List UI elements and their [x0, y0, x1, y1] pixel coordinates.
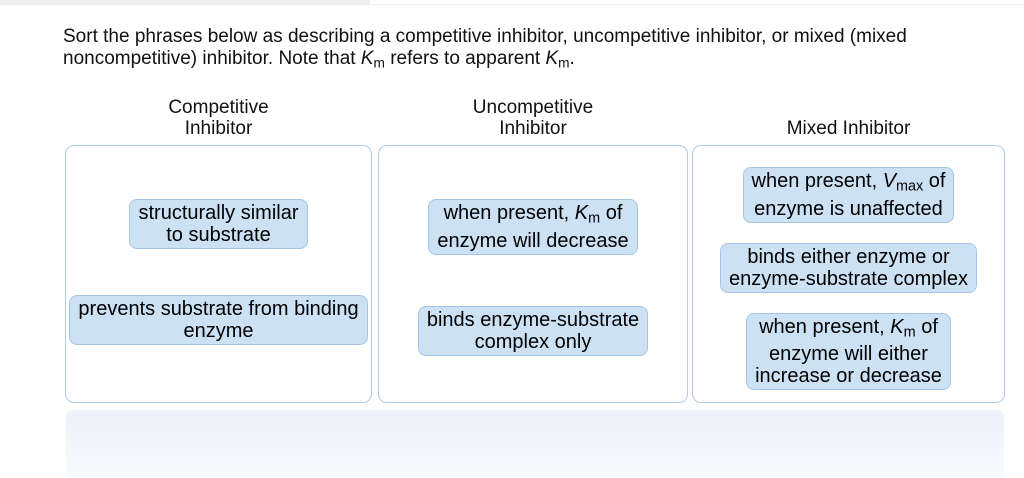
top-divider-left-segment	[0, 0, 370, 5]
top-divider	[0, 0, 1024, 6]
instruction-text: Sort the phrases below as describing a c…	[63, 26, 907, 71]
column-header-mixed: Mixed Inhibitor	[786, 118, 911, 139]
answer-bank-tray[interactable]	[66, 410, 1004, 478]
